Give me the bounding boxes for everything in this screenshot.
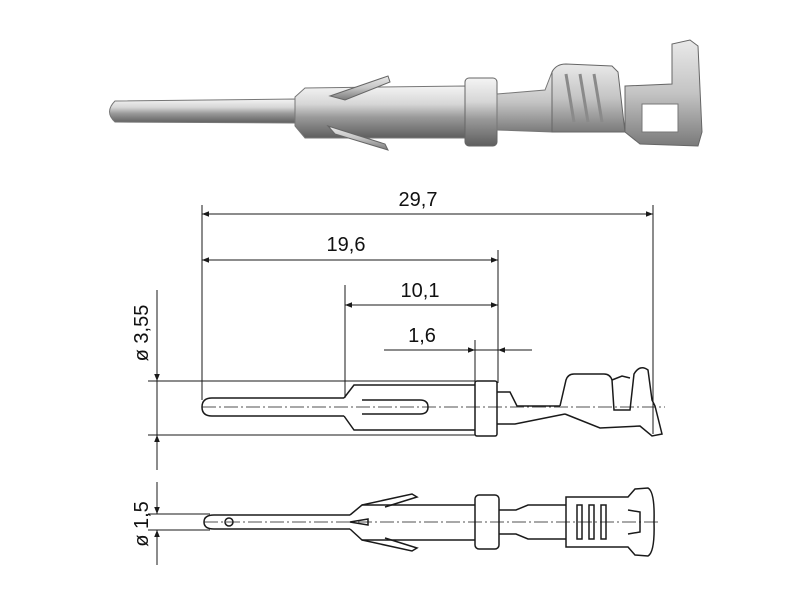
- photo-body: [294, 85, 466, 139]
- side-wire-crimp: [559, 367, 663, 437]
- side-body: [343, 384, 475, 431]
- photo-crimp-ridges: [564, 73, 604, 123]
- photo-transition: [496, 71, 553, 133]
- top-barb-lower: [361, 537, 419, 552]
- side-crimp-flap: [611, 375, 631, 381]
- photo-wire-crimp: [551, 63, 626, 133]
- side-transition: [497, 391, 566, 425]
- label-dia-3-55: ø 3,55: [131, 305, 153, 362]
- label-10-1: 10,1: [401, 280, 440, 302]
- label-19-6: 19,6: [327, 234, 366, 256]
- top-barb-upper: [361, 493, 419, 508]
- photo-barb-lower: [326, 124, 389, 151]
- contact-photo: [109, 39, 703, 151]
- dimension-lines: [148, 205, 654, 565]
- label-1-6: 1,6: [408, 325, 436, 347]
- top-transition: [499, 504, 566, 540]
- side-view-drawing: [201, 367, 663, 437]
- photo-barb-upper: [328, 75, 391, 101]
- side-collar: [474, 380, 498, 437]
- label-dia-1-5: ø 1,5: [131, 501, 153, 547]
- photo-collar: [464, 77, 498, 147]
- photo-crimp-window: [641, 103, 679, 133]
- photo-pin: [109, 98, 296, 124]
- label-29-7: 29,7: [399, 189, 438, 211]
